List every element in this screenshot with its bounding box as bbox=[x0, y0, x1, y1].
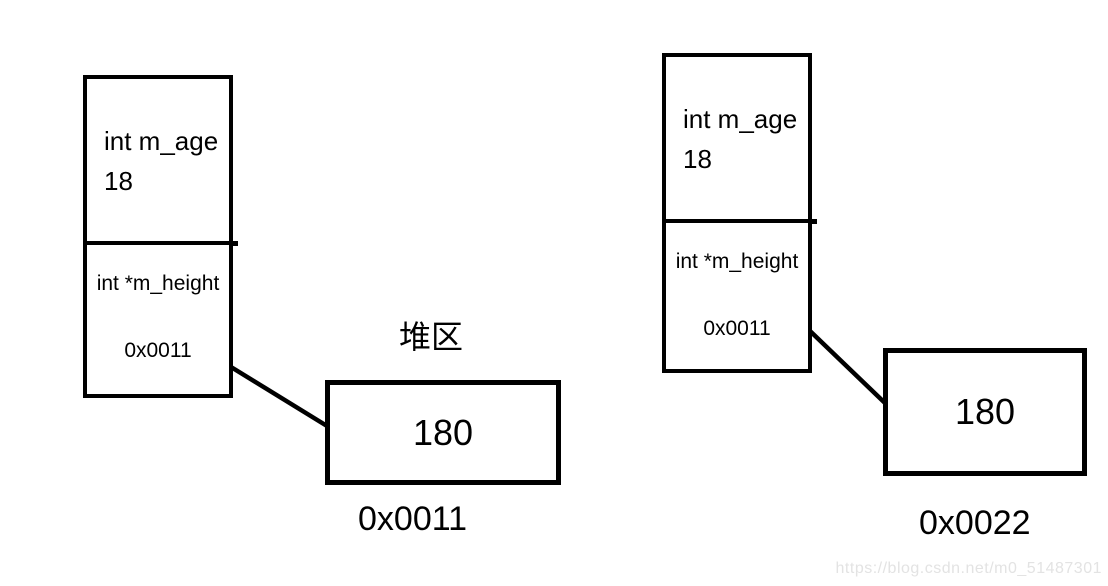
blog-watermark: https://blog.csdn.net/m0_51487301 bbox=[835, 560, 1102, 577]
left-object-height-box: int *m_height 0x0011 bbox=[83, 241, 233, 398]
right-height-field-type: int *m_height bbox=[675, 250, 799, 273]
right-object-height-box: int *m_height 0x0011 bbox=[662, 219, 812, 373]
left-age-field-type: int m_age bbox=[104, 126, 219, 156]
right-height-field-value: 0x0011 bbox=[703, 317, 771, 340]
right-pointer-line bbox=[808, 329, 888, 406]
heap-area-label: 堆区 bbox=[399, 319, 464, 355]
right-heap-address-label: 0x0022 bbox=[919, 504, 1031, 542]
left-heap-value: 180 bbox=[412, 411, 474, 453]
right-heap-value-box: 180 bbox=[883, 348, 1087, 476]
left-height-field-type: int *m_height bbox=[96, 272, 220, 295]
left-heap-address-label: 0x0011 bbox=[358, 500, 468, 538]
left-height-field-value: 0x0011 bbox=[124, 339, 192, 362]
left-pointer-line bbox=[229, 365, 329, 428]
left-object-age-box: int m_age 18 bbox=[83, 75, 233, 245]
right-heap-value: 180 bbox=[954, 391, 1016, 432]
right-age-field-type: int m_age bbox=[683, 104, 798, 134]
left-heap-value-box: 180 bbox=[325, 380, 561, 485]
left-divider-stub bbox=[233, 241, 238, 246]
left-age-field-value: 18 bbox=[104, 166, 133, 196]
right-age-field-value: 18 bbox=[683, 144, 712, 174]
right-object-age-box: int m_age 18 bbox=[662, 53, 812, 223]
right-divider-stub bbox=[812, 219, 817, 224]
